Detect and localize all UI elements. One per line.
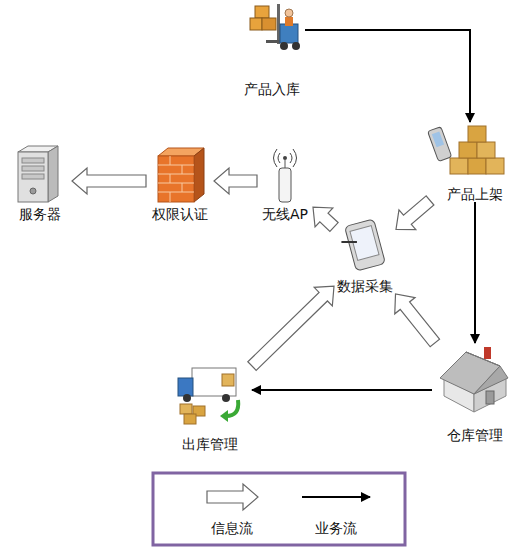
info-flow-arrow [395,294,440,347]
drive-bay [22,166,44,171]
shelving-node: 产品上架 [430,122,520,202]
wheel [183,394,191,402]
stylus [341,238,357,246]
node-label: 服务器 [19,206,61,222]
node-label: 产品上架 [447,186,503,202]
stock-out-node: 出库管理 [168,362,252,452]
node-label: 仓库管理 [447,427,503,443]
brick-line [158,183,194,184]
cargo-box [477,142,495,158]
info-flow-arrow [214,168,257,194]
truck-container [192,368,236,396]
business-flow-arrow [252,389,432,391]
signal-wave [293,149,297,167]
access-point-icon [274,149,297,202]
node-label: 出库管理 [182,436,238,452]
legend-business-flow-sample [302,496,370,498]
node-label: 产品入库 [244,81,300,97]
server-icon [18,146,58,202]
node-label: 权限认证 [152,206,208,222]
cargo-box [459,142,477,158]
brick-line [170,192,171,202]
brick-lines [158,156,194,202]
data-collection-node: 数据采集 [334,218,396,294]
business-flow-arrow [474,202,476,343]
forklift-body [280,24,298,43]
access-point-node: 无线AP [257,140,313,222]
stock-in-node: 产品入库 [239,2,305,97]
driver-head [285,9,293,17]
server-node: 服务器 [8,140,72,222]
device-screen [432,131,444,147]
signal-wave [278,153,280,163]
door [486,391,494,404]
brick-line [182,183,183,192]
forklift-icon [250,4,300,50]
cargo-box [262,18,276,30]
auth-node: 权限认证 [146,140,214,222]
driver-body [285,17,293,26]
truck-icon [178,368,238,424]
cargo-box [468,158,486,174]
drive-bay [22,174,44,179]
wheel [292,42,300,50]
pda-body [345,219,386,271]
warehouse-node: 仓库管理 [432,343,518,443]
info-flow-arrow [396,196,434,230]
antenna-rod [285,160,286,168]
warehouse-icon [440,347,508,412]
disk-light [30,188,36,194]
wheel [222,394,230,402]
pda-icon [338,219,386,273]
drive-bay [22,158,44,163]
antenna-body [279,168,291,202]
firewall-side [194,148,204,202]
brick-line [182,165,183,174]
firewall-icon [158,148,204,202]
return-arrow-head [220,410,228,422]
pda-screen [350,226,379,261]
cargo-box [468,126,486,142]
info-flow-arrow [313,207,338,231]
device-body [428,127,452,162]
chimney [484,347,491,359]
roof [466,352,508,394]
node-label: 数据采集 [337,278,393,294]
legend-info-flow-sample [207,484,258,510]
info-flow-arrow [248,286,334,370]
roof [440,352,500,394]
signal-wave [274,149,278,167]
legend-label: 信息流 [197,520,267,536]
cargo-box [450,158,468,174]
cargo-box [184,414,196,424]
cargo-box [222,374,234,386]
brick-line [158,165,194,166]
server-side [48,146,58,202]
cargo-box [250,18,262,30]
truck-cab [178,378,193,396]
brick-line [158,192,194,193]
business-flow-arrow [305,30,470,122]
legend-frame [153,473,405,545]
brick-line [158,174,194,175]
wheel [280,42,288,50]
forklift-fork [266,40,280,43]
signal-wave [290,153,292,163]
info-flow-arrow [72,168,146,194]
handheld-device [428,127,452,162]
cargo-box [255,6,269,18]
shelf-icon [428,126,504,174]
node-label: 无线AP [262,206,308,222]
brick-line [170,156,171,165]
brick-line [170,174,171,183]
cargo-box [180,404,192,414]
antenna-tip [283,156,287,160]
legend-label: 业务流 [301,520,371,536]
server-front [18,152,48,202]
firewall-front [158,156,194,202]
cargo-box [486,158,504,174]
